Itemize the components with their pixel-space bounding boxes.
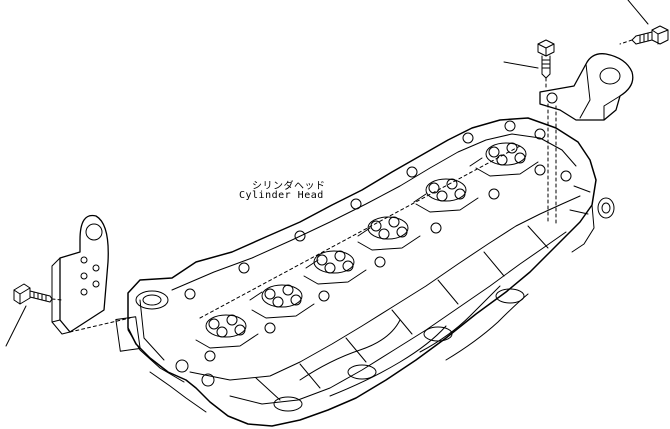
rear-bracket-bolt-horizontal [619,0,669,45]
valve-cluster-2 [251,284,315,319]
front-lifting-bracket [51,214,131,335]
valve-cluster-4 [357,216,421,251]
rear-horizontal-bolt-leader-line [627,0,649,25]
valve-cluster-1 [195,314,259,349]
rear-lifting-bracket [539,53,634,227]
valve-cluster-6 [475,142,539,177]
front-bracket-bolt [5,283,63,347]
cylinder-head [115,117,615,427]
cylinder-head-label-japanese: シリンダヘッド [252,181,326,192]
cylinder-head-label-english: Cylinder Head [239,190,324,201]
head-bolts-lower-row [204,164,572,362]
valve-cluster-3 [303,250,367,285]
valve-cover-area [184,120,572,362]
rear-bracket-bolt-vertical [503,39,555,91]
rear-vertical-bolt-leader-line [503,61,539,69]
head-bolts-upper-row [184,120,546,300]
valve-cluster-5 [415,178,479,213]
front-bolt-leader-line [5,305,27,347]
